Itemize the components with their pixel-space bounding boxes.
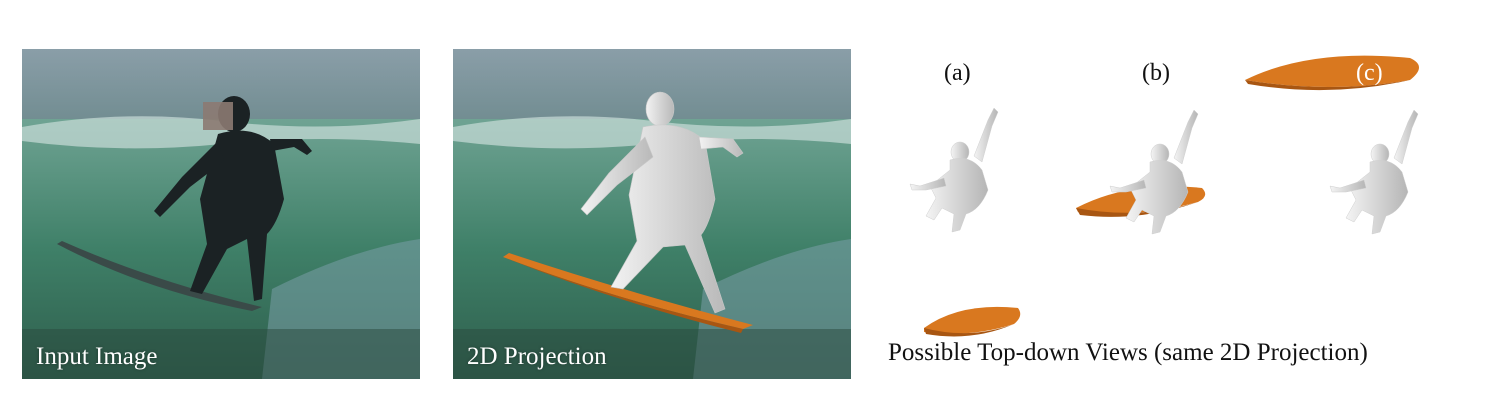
surf-photo (22, 49, 420, 379)
input-image-panel: Input Image (22, 49, 420, 379)
view-label-a: (a) (944, 60, 971, 86)
figure-c (1329, 109, 1419, 235)
surfboard-a (924, 306, 1021, 337)
views-caption: Possible Top-down Views (same 2D Project… (888, 339, 1368, 366)
view-label-b: (b) (1142, 60, 1170, 86)
view-label-c: (c) (1356, 60, 1383, 86)
panel-caption-input: Input Image (36, 343, 158, 370)
top-down-views (909, 55, 1419, 337)
panel-caption-projection: 2D Projection (467, 343, 607, 370)
figure-a (909, 107, 999, 233)
surfboard-c (1245, 55, 1419, 91)
projection-photo (453, 49, 851, 379)
projection-panel: 2D Projection (453, 49, 851, 379)
